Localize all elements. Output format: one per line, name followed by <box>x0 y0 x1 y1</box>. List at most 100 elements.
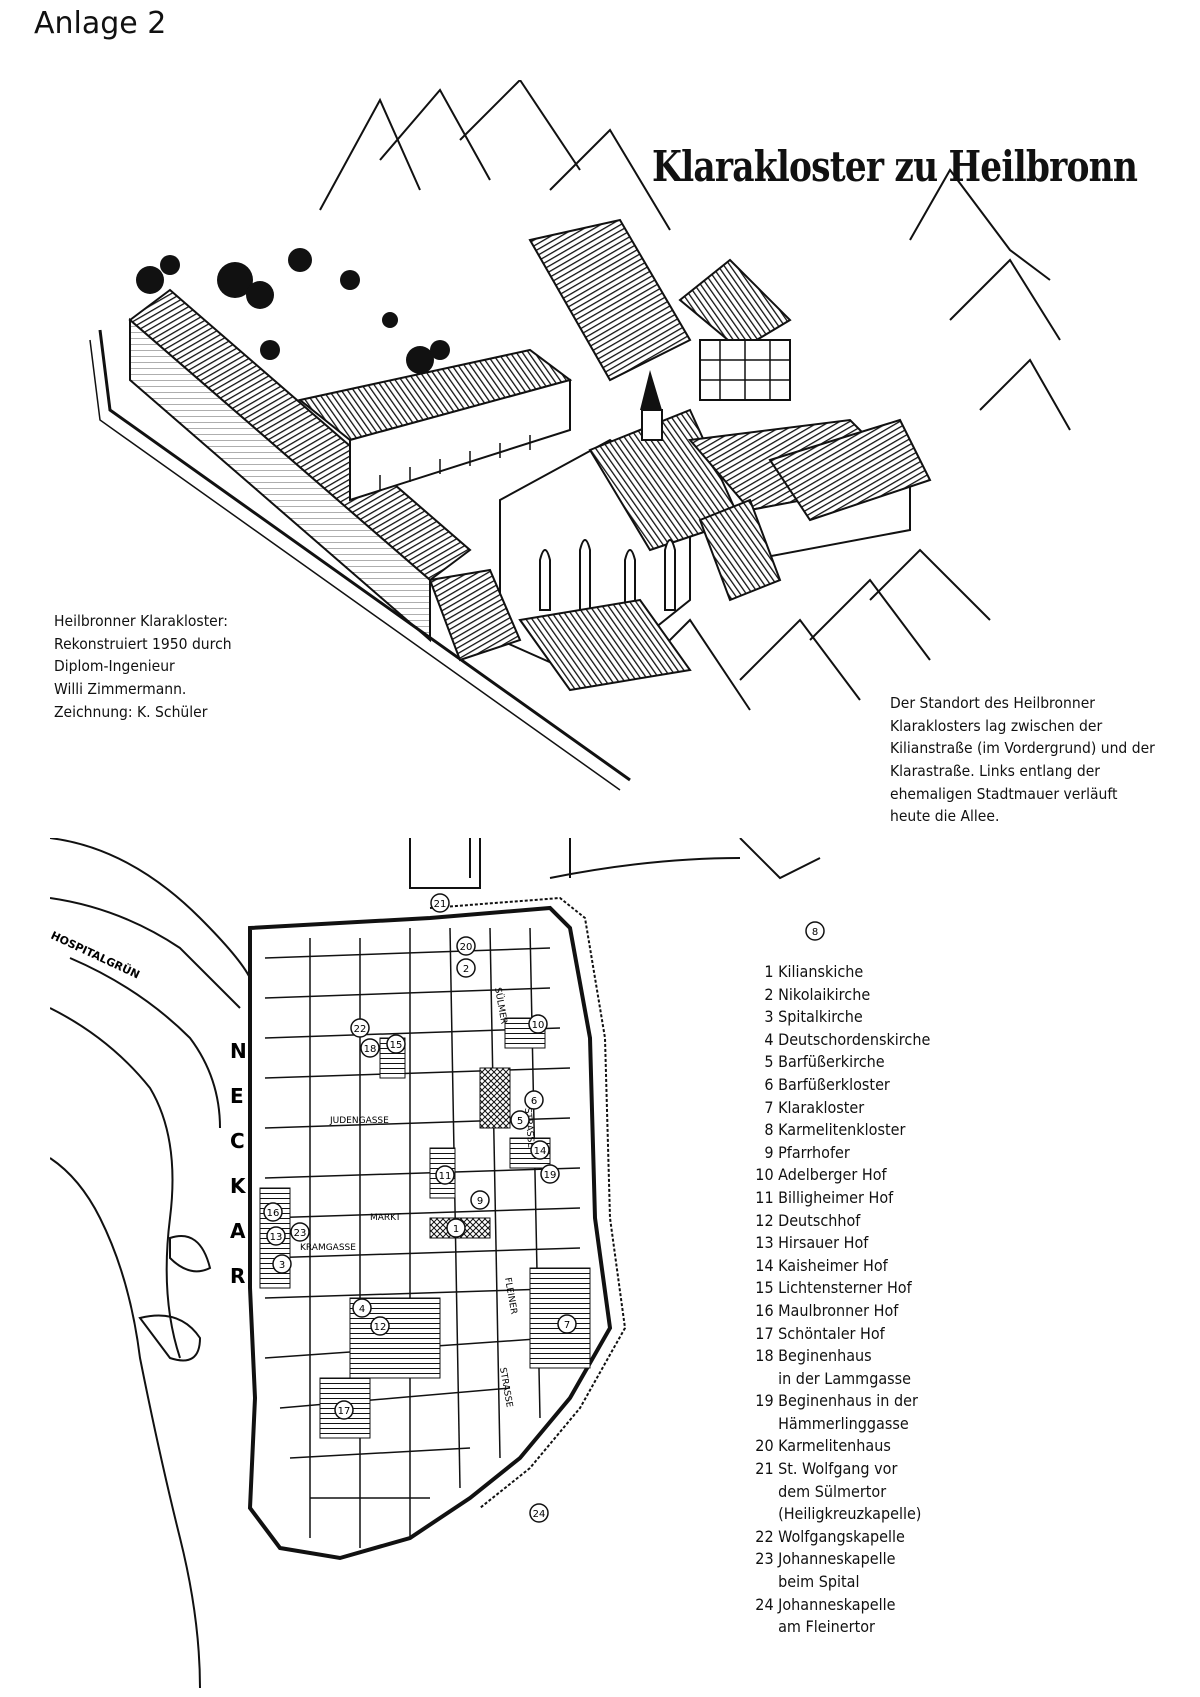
legend-text: Deutschhof <box>778 1210 861 1230</box>
marker: 18 <box>360 1038 380 1058</box>
caption-left-line: Heilbronner Klarakloster: <box>54 612 228 630</box>
label-kramgasse: KRAMGASSE <box>300 1243 356 1253</box>
label-markt: MARKT <box>370 1213 401 1223</box>
legend-text-continuation: am Fleinertor <box>778 1617 875 1637</box>
legend-text: Adelberger Hof <box>778 1165 887 1185</box>
svg-text:20: 20 <box>460 942 473 953</box>
legend-number: 12 <box>755 1210 774 1230</box>
legend-number: 18 <box>755 1346 774 1366</box>
page-header: Anlage 2 <box>34 6 167 41</box>
label-fleiner: FLEINER <box>502 1277 518 1315</box>
legend-text: Kilianskiche <box>778 962 864 981</box>
legend-text: Maulbronner Hof <box>778 1300 899 1320</box>
svg-text:16: 16 <box>267 1208 280 1219</box>
svg-text:4: 4 <box>359 1304 365 1315</box>
caption-left-line: Diplom-Ingenieur <box>54 657 175 676</box>
legend-text-continuation: Hämmerlinggasse <box>778 1413 909 1433</box>
label-neckar-letter: A <box>230 1219 246 1243</box>
city-map: HOSPITALGRÜN N E C K A R MARKT JUDENGASS… <box>50 838 825 1688</box>
svg-text:13: 13 <box>270 1232 283 1243</box>
legend-number: 6 <box>764 1074 774 1094</box>
marker: 10 <box>528 1014 548 1034</box>
marker: 5 <box>510 1110 530 1130</box>
svg-text:18: 18 <box>364 1044 377 1055</box>
svg-text:9: 9 <box>477 1196 483 1207</box>
caption-right-line: Kilianstraße (im Vordergrund) und der <box>890 739 1155 758</box>
svg-text:23: 23 <box>294 1228 307 1239</box>
svg-text:12: 12 <box>374 1322 387 1333</box>
legend-text: Pfarrhofer <box>778 1142 850 1162</box>
caption-right-line: Klarastraße. Links entlang der <box>890 762 1101 781</box>
legend-text: Beginenhaus in der <box>778 1391 918 1411</box>
legend-number: 16 <box>755 1300 774 1320</box>
legend-text: Karmelitenhaus <box>778 1436 891 1456</box>
marker: 2 <box>456 958 476 978</box>
legend-number: 5 <box>764 1052 774 1072</box>
label-judengasse: JUDENGASSE <box>329 1116 389 1126</box>
marker: 17 <box>334 1400 354 1420</box>
caption-right-line: heute die Allee. <box>890 807 1000 826</box>
svg-text:7: 7 <box>564 1320 570 1331</box>
caption-left-line: Rekonstruiert 1950 durch <box>54 634 232 653</box>
marker: 12 <box>370 1316 390 1336</box>
marker: 19 <box>540 1164 560 1184</box>
legend-text: Johanneskapelle <box>778 1594 896 1614</box>
caption-right: Der Standort des Heilbronner Klarakloste… <box>890 692 1155 828</box>
svg-text:24: 24 <box>533 1509 546 1520</box>
legend-number: 24 <box>755 1594 774 1614</box>
legend-number: 10 <box>755 1165 774 1185</box>
label-hospitalgruen: HOSPITALGRÜN <box>50 928 142 981</box>
svg-text:2: 2 <box>463 964 469 975</box>
caption-left: Heilbronner Klarakloster: Rekonstruiert … <box>54 610 232 723</box>
caption-left-line: Zeichnung: K. Schüler <box>54 702 208 721</box>
legend-text: Lichtensterner Hof <box>778 1278 912 1298</box>
marker: 24 <box>529 1503 549 1523</box>
legend-text: Johanneskapelle <box>778 1549 896 1569</box>
legend-text: Karmelitenkloster <box>778 1120 906 1140</box>
legend-text: Deutschordenskirche <box>778 1029 931 1049</box>
label-suelmer: SÜLMER <box>492 987 509 1025</box>
svg-text:14: 14 <box>534 1146 547 1157</box>
legend-number: 3 <box>764 1007 774 1027</box>
marker: 15 <box>386 1034 406 1054</box>
svg-text:22: 22 <box>354 1024 367 1035</box>
legend-number: 17 <box>755 1323 774 1343</box>
marker: 8 <box>805 921 825 941</box>
legend-text: Wolfgangskapelle <box>778 1526 905 1546</box>
legend-text-continuation: dem Sülmertor <box>778 1481 887 1501</box>
legend-number: 19 <box>755 1391 774 1411</box>
legend-text: Barfüßerkloster <box>778 1074 890 1094</box>
label-neckar-letter: E <box>230 1084 244 1108</box>
caption-right-line: Klaraklosters lag zwischen der <box>890 716 1103 735</box>
marker: 7 <box>557 1314 577 1334</box>
marker: 9 <box>470 1190 490 1210</box>
legend-number: 2 <box>764 984 774 1004</box>
svg-text:10: 10 <box>532 1020 545 1031</box>
legend-text: Schöntaler Hof <box>778 1323 885 1343</box>
label-neckar-letter: R <box>230 1264 245 1288</box>
marker: 11 <box>435 1165 455 1185</box>
marker: 22 <box>350 1018 370 1038</box>
legend-number: 11 <box>755 1187 774 1207</box>
legend-number: 8 <box>764 1120 774 1140</box>
svg-text:21: 21 <box>434 899 447 910</box>
